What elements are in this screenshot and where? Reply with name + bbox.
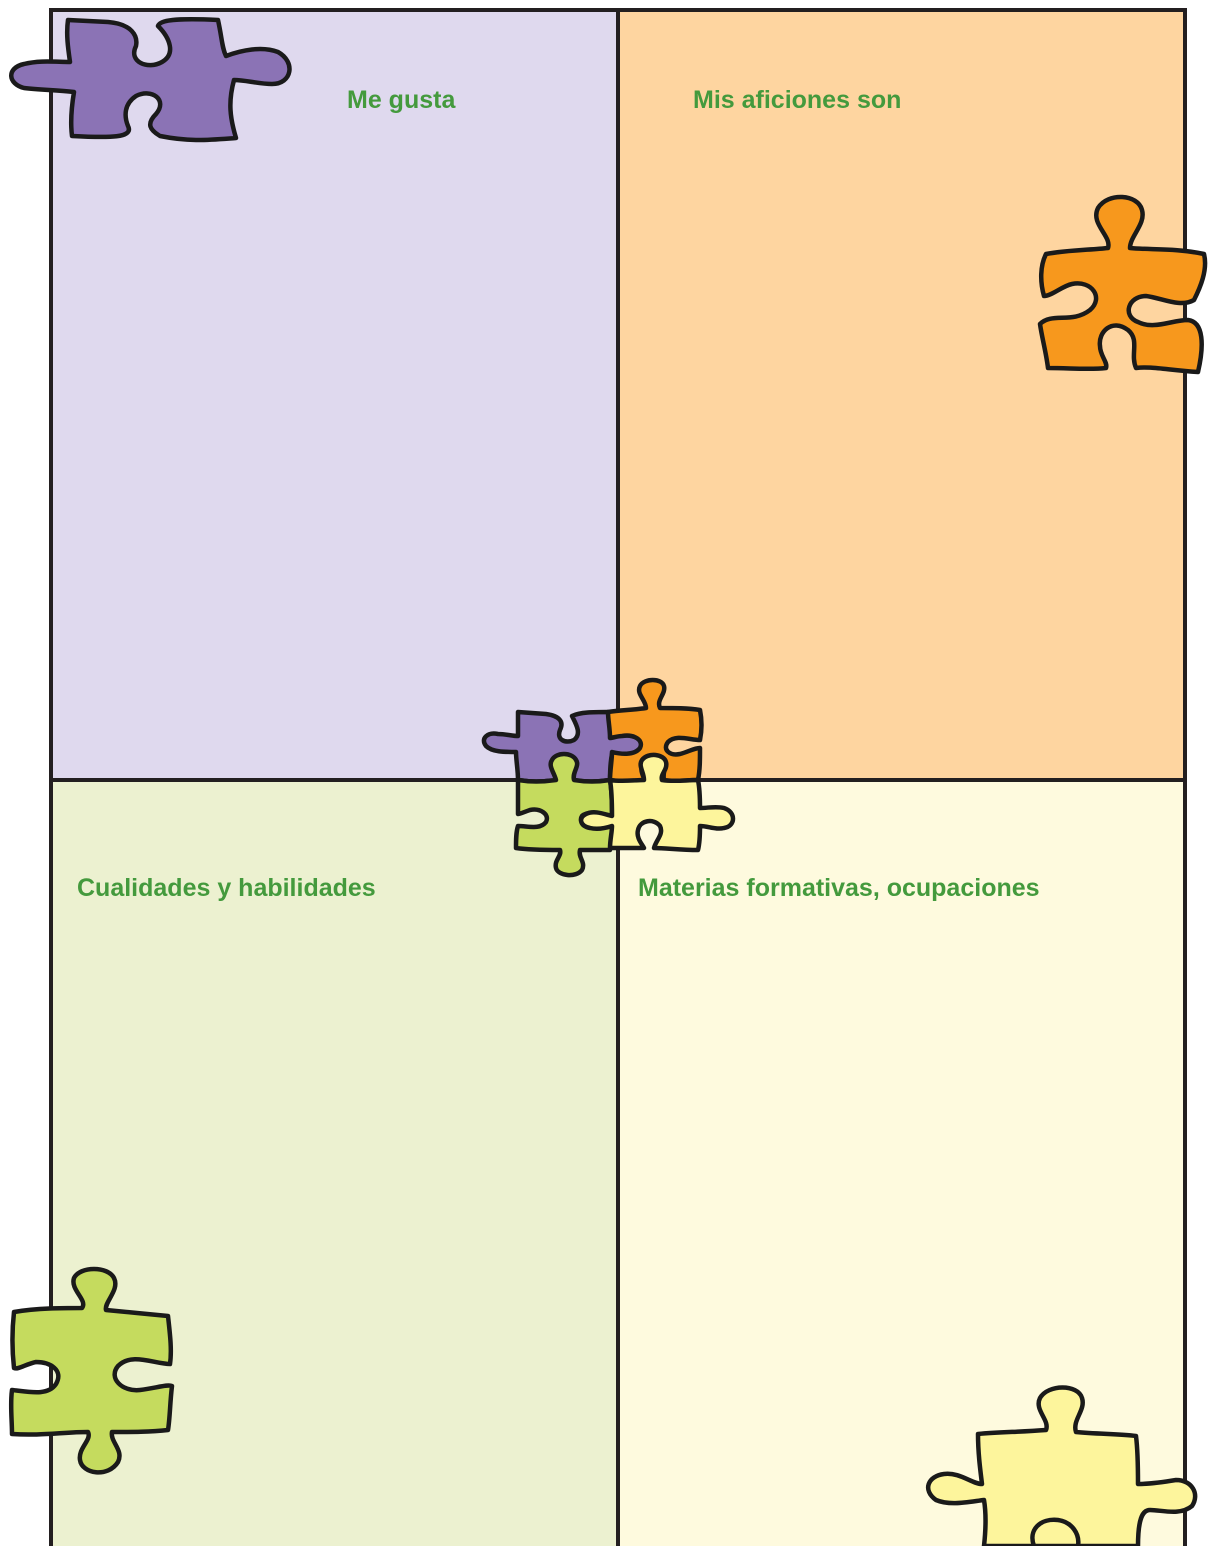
- label-cualidades-habilidades: Cualidades y habilidades: [77, 874, 376, 902]
- label-mis-aficiones: Mis aficiones son: [693, 86, 902, 114]
- frame-horizontal-divider: [49, 778, 1187, 782]
- frame-right-border: [1183, 8, 1187, 1546]
- frame-left-border: [49, 8, 53, 1546]
- label-me-gusta: Me gusta: [347, 86, 456, 114]
- label-materias-formativas: Materias formativas, ocupaciones: [638, 874, 1040, 902]
- quadrant-me-gusta: [51, 10, 619, 781]
- quadrant-mis-aficiones: [619, 10, 1185, 781]
- frame-vertical-divider: [616, 8, 620, 1546]
